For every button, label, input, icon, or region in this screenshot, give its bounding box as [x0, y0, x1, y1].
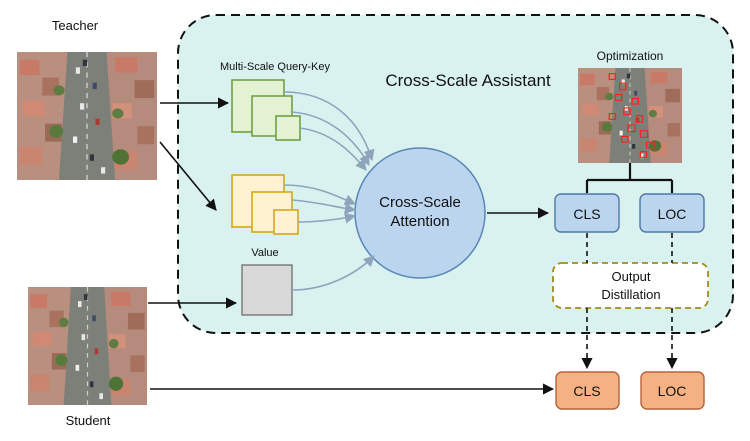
teacher-label: Teacher	[52, 18, 99, 33]
output-distillation-line2: Distillation	[601, 287, 660, 302]
value-label: Value	[251, 247, 278, 259]
optimization-image	[578, 68, 682, 163]
detection-boxes	[608, 73, 655, 158]
assistant-cls-label: CLS	[573, 206, 600, 222]
distillation-arrows	[581, 233, 678, 370]
student-cls-head	[555, 371, 620, 410]
assistant-title: Cross-Scale Assistant	[385, 71, 551, 90]
student-loc-head	[640, 371, 705, 410]
value-box	[241, 264, 293, 316]
teacher-image	[17, 52, 157, 180]
assistant-loc-label: LOC	[658, 206, 687, 222]
student-label: Student	[66, 413, 111, 428]
output-distillation-line1: Output	[611, 269, 650, 284]
assistant-cls-head	[554, 193, 620, 233]
query-key-label: Multi-Scale Query-Key	[220, 61, 331, 73]
input-arrows	[148, 97, 555, 395]
attention-label-line2: Attention	[390, 213, 449, 230]
value-features	[231, 174, 299, 235]
feature-to-attention-curves	[283, 91, 375, 291]
attention-label-line1: Cross-Scale	[379, 194, 461, 211]
optimization-bracket	[585, 163, 674, 193]
assistant-loc-head	[639, 193, 705, 233]
student-cls-label: CLS	[573, 383, 600, 399]
optimization-label: Optimization	[597, 49, 664, 63]
output-distillation-box	[552, 262, 709, 309]
student-image	[28, 287, 147, 405]
student-loc-label: LOC	[658, 383, 687, 399]
